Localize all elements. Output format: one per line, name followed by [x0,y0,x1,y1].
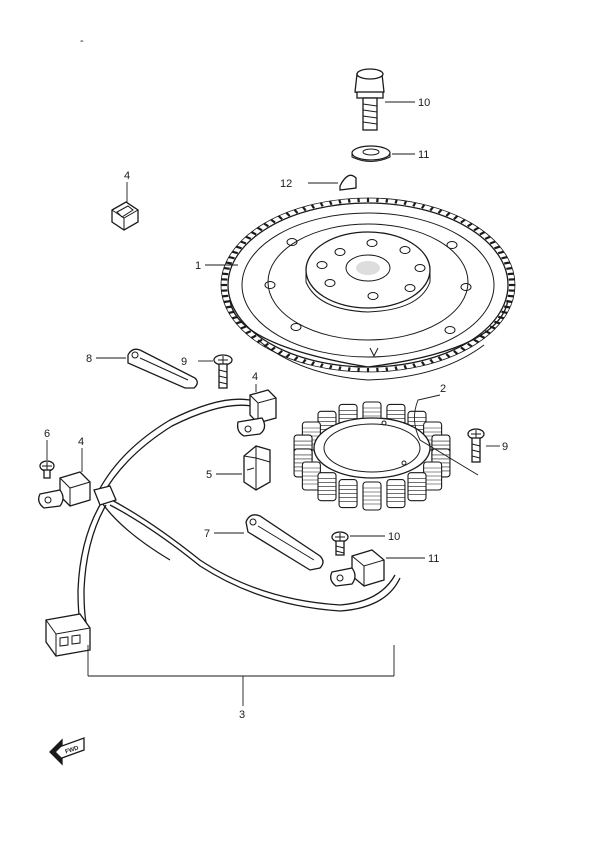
screw-9-right[interactable] [331,531,349,556]
holder-5[interactable] [243,445,271,491]
screw-9-left[interactable] [39,460,55,479]
wire-harness-3[interactable] [45,398,401,657]
stator-coil [407,472,427,502]
stator-coil [338,479,358,509]
screw-10[interactable] [213,354,233,389]
washer-13[interactable] [351,145,391,162]
forward-direction-arrow: FWD [49,737,85,766]
screw-11[interactable] [467,428,485,463]
callout-13: 11 [418,149,429,161]
stator-coil [317,472,337,502]
callout-4-left: 4 [78,436,84,448]
stator-coil [301,461,321,491]
callout-10: 9 [181,356,187,368]
direction-label: FWD [65,745,80,755]
callout-2: 2 [440,383,446,395]
strap-8[interactable] [127,348,198,389]
callout-7: 7 [204,528,210,540]
key-14[interactable] [339,174,357,191]
clip-6[interactable] [111,201,139,231]
stator-coil [386,479,406,509]
callout-1: 1 [195,260,201,272]
pulser-coil-4-top[interactable] [236,389,277,437]
callout-4-right: 11 [428,553,439,565]
strap-7[interactable] [245,514,324,571]
flywheel-1[interactable] [220,197,516,381]
callout-8: 8 [86,353,92,365]
flywheel-ring-gear [220,197,516,373]
callout-4-top: 4 [252,371,258,383]
callout-9-left: 6 [44,428,50,440]
harness-bracket-line [87,645,395,706]
bolt-12[interactable] [354,68,385,131]
callout-14: 12 [280,178,292,190]
stator-coil [362,481,382,511]
pulser-coil-4-right[interactable] [330,549,385,587]
callout-5: 5 [206,469,212,481]
callout-9-right: 10 [388,531,400,543]
callout-6: 4 [124,170,130,182]
header-mark: - [80,35,84,47]
pulser-coil-4-left[interactable] [38,471,91,509]
callout-3: 3 [239,709,245,721]
stator-2[interactable] [293,401,451,511]
callout-12: 10 [418,97,430,109]
callout-11: 9 [502,441,508,453]
